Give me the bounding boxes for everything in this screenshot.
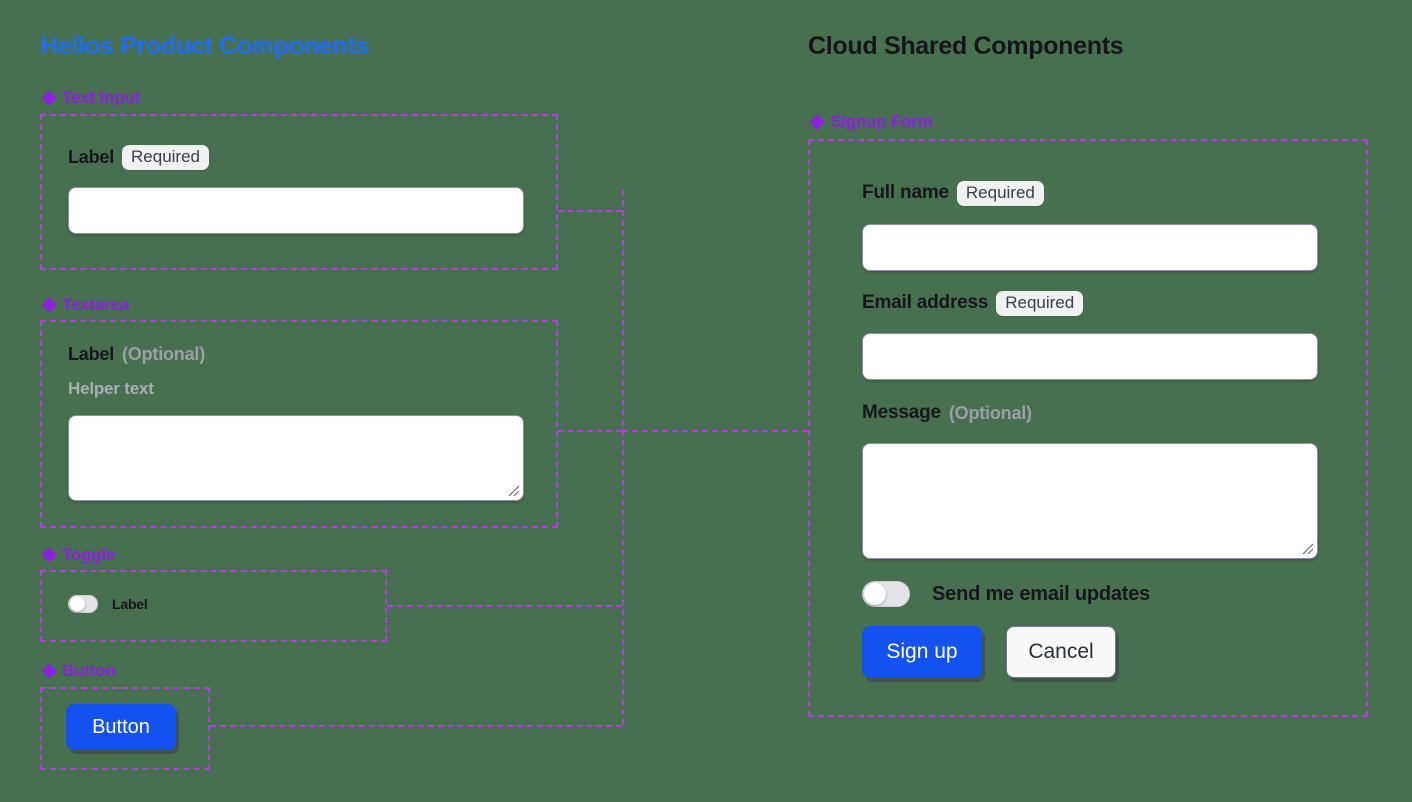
toggle-label: Label: [112, 596, 148, 612]
email-address-label: Email address: [862, 292, 989, 314]
section-label-text: Textarea: [62, 295, 130, 314]
page-title-cloud: Cloud Shared Components: [808, 32, 1124, 60]
toggle-knob: [70, 596, 85, 612]
text-input-label-row: Label Required: [68, 145, 210, 170]
message-label-row: Message (Optional): [862, 402, 1032, 424]
component-diamond-icon: [42, 298, 56, 312]
page-title-helios: Helios Product Components: [40, 32, 369, 60]
text-input-field[interactable]: [68, 187, 524, 234]
textarea-field[interactable]: [68, 415, 524, 501]
cancel-button-label: Cancel: [1028, 640, 1094, 663]
message-optional-tag: (Optional): [948, 402, 1032, 423]
email-address-field[interactable]: [862, 333, 1318, 380]
connector-text-input-horizontal: [558, 210, 622, 212]
text-input-label: Label: [68, 146, 115, 167]
section-label-button: Button: [42, 661, 116, 681]
connector-trunk-vertical: [622, 190, 624, 725]
component-diamond-icon: [810, 115, 824, 129]
full-name-input[interactable]: [863, 225, 1317, 270]
section-label-signup-form: Signup Form: [810, 112, 933, 132]
email-updates-toggle[interactable]: [862, 581, 910, 607]
section-label-textarea: Textarea: [42, 295, 129, 315]
textarea-optional-tag: (Optional): [122, 344, 205, 364]
full-name-required-badge: Required: [956, 181, 1044, 206]
section-label-text: Toggle: [62, 545, 116, 564]
email-updates-toggle-label: Send me email updates: [932, 582, 1151, 605]
text-input-control[interactable]: [69, 188, 523, 233]
email-address-label-row: Email address Required: [862, 291, 1084, 316]
demo-button[interactable]: Button: [66, 704, 176, 750]
component-diamond-icon: [42, 548, 56, 562]
message-field[interactable]: [862, 443, 1318, 559]
connector-textarea-horizontal: [558, 430, 622, 432]
textarea-label-row: Label (Optional): [68, 344, 205, 365]
component-box-textarea: [40, 320, 558, 528]
section-label-text: Signup Form: [830, 112, 933, 131]
component-box-button: [40, 687, 210, 770]
section-label-toggle: Toggle: [42, 545, 115, 565]
resize-handle-icon[interactable]: [1300, 541, 1314, 555]
email-updates-toggle-row[interactable]: Send me email updates: [862, 581, 1150, 607]
textarea-label: Label: [68, 344, 115, 364]
cancel-button[interactable]: Cancel: [1006, 626, 1116, 678]
connector-button-horizontal: [210, 725, 622, 727]
toggle-component-row[interactable]: Label: [68, 595, 148, 613]
component-diamond-icon: [42, 664, 56, 678]
connector-toggle-horizontal: [387, 605, 622, 607]
full-name-label-row: Full name Required: [862, 181, 1044, 206]
email-address-required-badge: Required: [996, 291, 1084, 316]
demo-button-label: Button: [92, 715, 150, 738]
message-label: Message: [862, 402, 941, 423]
full-name-label: Full name: [862, 182, 949, 204]
resize-handle-icon[interactable]: [506, 483, 520, 497]
email-updates-toggle-knob: [864, 583, 886, 605]
email-address-input[interactable]: [863, 334, 1317, 379]
textarea-control[interactable]: [69, 416, 523, 500]
component-diamond-icon: [42, 91, 56, 105]
section-label-text: Button: [62, 661, 116, 680]
component-box-toggle: [40, 570, 387, 642]
sign-up-button-label: Sign up: [886, 640, 958, 663]
section-label-text-input: Text Input: [42, 88, 140, 108]
component-box-signup-form: [808, 139, 1368, 717]
component-box-text-input: [40, 114, 558, 270]
full-name-field[interactable]: [862, 224, 1318, 271]
toggle-switch[interactable]: [68, 595, 98, 613]
section-label-text: Text Input: [62, 88, 140, 107]
text-input-required-badge: Required: [122, 145, 210, 170]
sign-up-button[interactable]: Sign up: [862, 626, 982, 678]
message-textarea[interactable]: [863, 444, 1317, 558]
textarea-helper-text: Helper text: [68, 379, 154, 398]
connector-bus-to-signup-form: [622, 430, 808, 432]
